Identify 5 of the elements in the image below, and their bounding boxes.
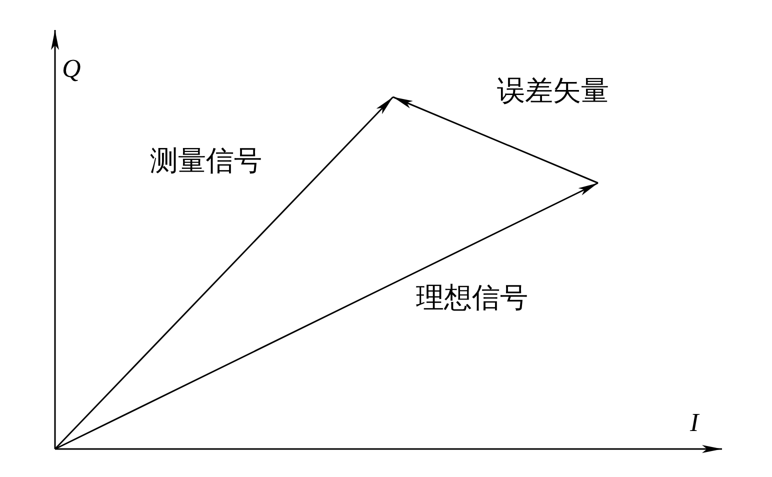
- axis-label: I: [690, 410, 699, 436]
- vector-label: 理想信号: [416, 285, 528, 313]
- vector-label: 测量信号: [150, 148, 262, 176]
- axis-label: Q: [62, 56, 81, 82]
- vector-label: 误差矢量: [497, 78, 609, 106]
